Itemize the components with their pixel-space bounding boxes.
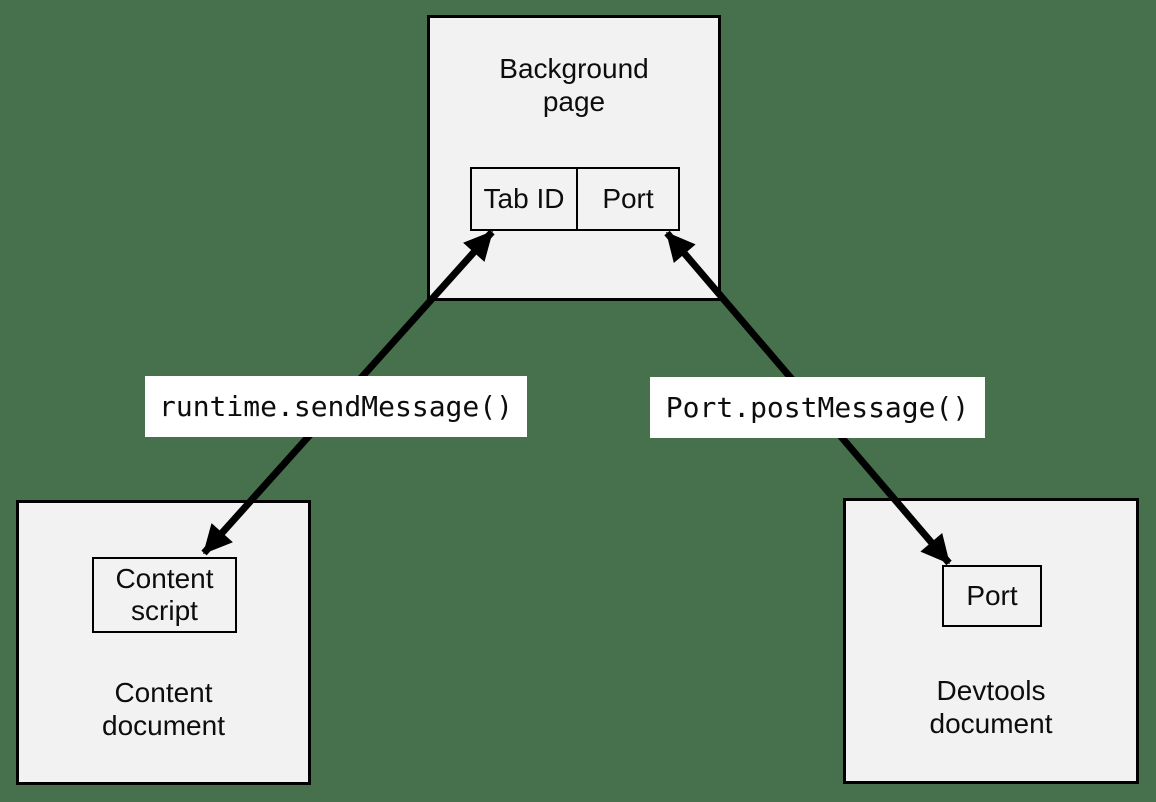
background-page-title: Background page [499, 53, 649, 117]
edge-label-port-postmessage: Port.postMessage() [650, 377, 985, 438]
devtools-document-box [843, 498, 1139, 784]
tab-id-cell: Tab ID [472, 169, 578, 229]
tab-port-table: Tab ID Port [470, 167, 680, 231]
content-document-box [16, 500, 311, 785]
edge-label-runtime-sendmessage: runtime.sendMessage() [145, 376, 527, 437]
devtools-document-title: Devtools document [929, 675, 1053, 739]
background-port-cell: Port [602, 183, 654, 214]
devtools-port-box: Port [942, 565, 1042, 627]
content-document-title: Content document [102, 677, 225, 741]
content-script-box: Content script [92, 557, 237, 633]
